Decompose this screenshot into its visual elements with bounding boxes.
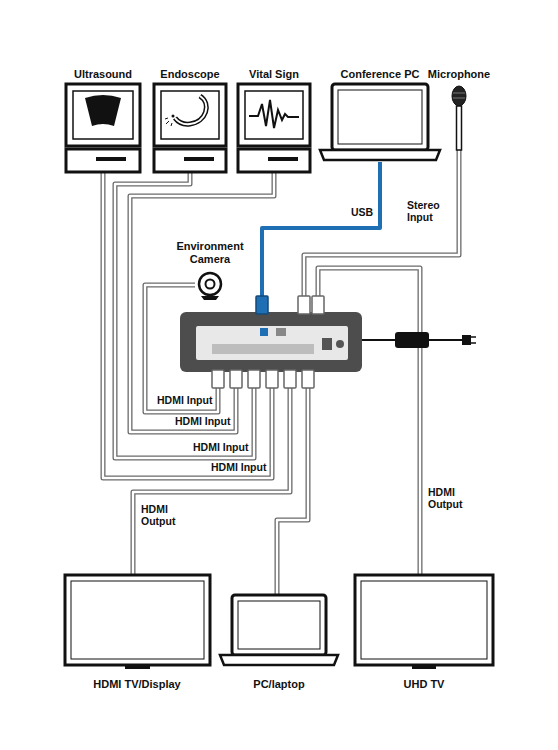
device-label: PC/laptop bbox=[234, 674, 324, 692]
environment-camera bbox=[199, 273, 221, 300]
endoscope-monitor bbox=[154, 84, 226, 172]
port-label: Stereo Input bbox=[406, 199, 452, 223]
node-title: UHD TV bbox=[404, 678, 445, 691]
cable-label: HDMI Input bbox=[156, 394, 213, 406]
device-label: Ultrasound bbox=[63, 64, 143, 82]
node-title: Microphone bbox=[428, 68, 490, 81]
vital-sign-monitor bbox=[238, 84, 310, 172]
switcher-device bbox=[180, 312, 362, 372]
device-label: Vital Sign bbox=[234, 64, 314, 82]
port-label: USB bbox=[350, 206, 374, 218]
cable-label: HDMI Output bbox=[427, 486, 475, 510]
usb-cable bbox=[262, 162, 380, 300]
cable-plug bbox=[212, 296, 324, 388]
node-title: Conference PC bbox=[341, 68, 420, 81]
node-title: Endoscope bbox=[160, 68, 219, 81]
microphone bbox=[452, 86, 466, 150]
uhd-tv bbox=[355, 575, 493, 669]
cable-label: HDMI Input bbox=[210, 461, 267, 473]
ultrasound-monitor bbox=[66, 84, 140, 172]
cable-label: HDMI Output bbox=[140, 503, 188, 527]
device-label: Microphone bbox=[424, 64, 495, 82]
node-title: HDMI TV/Display bbox=[93, 678, 180, 691]
conference-laptop bbox=[320, 84, 440, 160]
node-title: Vital Sign bbox=[249, 68, 299, 81]
device-label: Conference PC bbox=[330, 64, 430, 82]
pc-laptop bbox=[220, 595, 338, 665]
node-title: Environment Camera bbox=[171, 240, 249, 266]
hdmi-cable bbox=[103, 150, 459, 595]
cable-label: HDMI Input bbox=[174, 415, 231, 427]
power-adapter bbox=[362, 332, 476, 348]
device-label: HDMI TV/Display bbox=[67, 674, 207, 692]
device-label: UHD TV bbox=[374, 674, 474, 692]
hdmi-tv bbox=[65, 575, 210, 669]
device-label: Endoscope bbox=[150, 64, 230, 82]
device-label: Environment Camera bbox=[167, 240, 253, 267]
cable-label: HDMI Input bbox=[192, 441, 249, 453]
node-title: PC/laptop bbox=[253, 678, 304, 691]
node-title: Ultrasound bbox=[74, 68, 132, 81]
